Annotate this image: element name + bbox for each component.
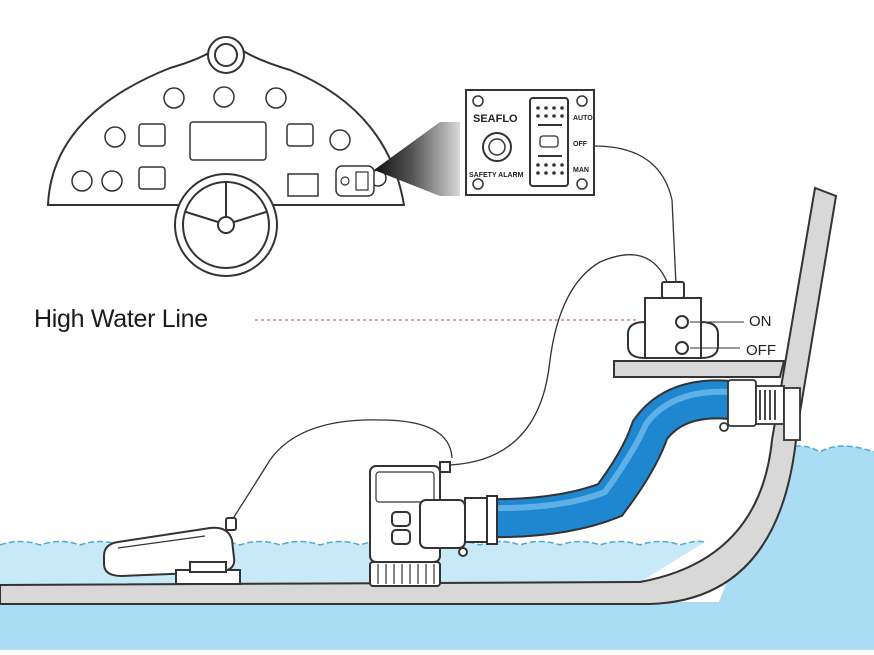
mode-off-label: OFF <box>573 141 588 148</box>
zoom-beam <box>374 122 460 196</box>
pump-icon <box>539 135 559 148</box>
bilge-pump <box>369 461 498 587</box>
seaflo-control-panel: SEAFLO SAFETY ALARM AUTO OFF MAN <box>465 89 595 196</box>
mounting-shelf <box>613 360 786 378</box>
panel-to-float-wire <box>593 145 677 286</box>
screw-icon <box>576 95 588 107</box>
mode-man-label: MAN <box>573 167 589 174</box>
pump-to-sensor-wire <box>231 419 453 521</box>
boat-hull <box>0 186 838 605</box>
boat-dashboard <box>46 36 406 277</box>
gauge-icons <box>71 86 387 192</box>
thru-hull-fitting <box>719 379 801 441</box>
steering-wheel <box>174 173 278 277</box>
mode-rocker-switch <box>529 97 569 187</box>
screw-icon <box>472 95 484 107</box>
screw-icon <box>576 178 588 190</box>
mode-auto-label: AUTO <box>573 115 593 122</box>
float-switch <box>627 281 744 360</box>
float-to-pump-wire <box>445 254 669 469</box>
display-screen <box>189 121 267 161</box>
brand-label: SEAFLO <box>473 113 518 125</box>
float-off-label: OFF <box>746 342 776 359</box>
screw-icon <box>472 178 484 190</box>
float-on-label: ON <box>749 313 772 330</box>
led-dots <box>536 106 564 175</box>
wires <box>231 145 677 521</box>
safety-alarm-label: SAFETY ALARM <box>469 172 524 179</box>
fan-icon <box>287 173 319 197</box>
discharge-hose <box>479 379 732 539</box>
high-water-line-label: High Water Line <box>34 305 208 333</box>
water-level-sensor <box>103 517 241 585</box>
